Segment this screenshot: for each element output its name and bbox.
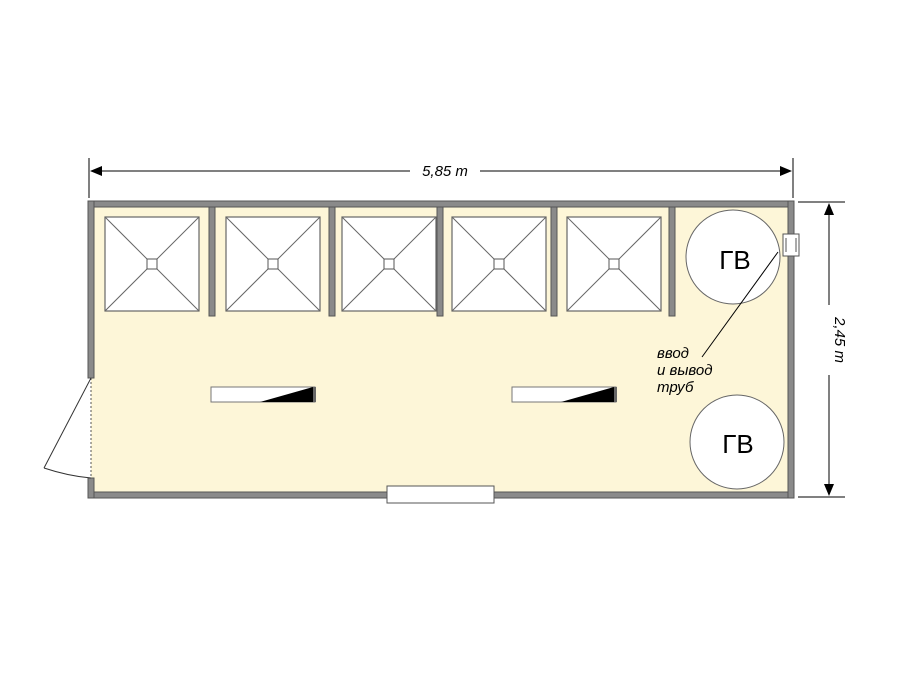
pipe-note-line-1: ввод [657,345,689,362]
water-heater-2: ГВ [689,394,785,490]
bench-2 [511,386,617,403]
drain-icon [608,258,620,270]
shower-tray [341,216,437,312]
width-dimension: 5,85 m [88,158,794,198]
height-dimension: 2,45 m [798,201,848,498]
shower-tray [104,216,200,312]
width-label: 5,85 m [422,163,468,180]
cabin-partitions [208,206,676,317]
pipe-note-line-2: и вывод [657,362,713,379]
water-heater-1: ГВ [685,209,781,305]
pipe-note-leader [701,251,779,358]
pipe-note: ввод и вывод труб [657,345,713,396]
drain-icon [267,258,279,270]
bench-1 [210,386,316,403]
entry-door [43,377,92,479]
drain-icon [146,258,158,270]
water-heater-label: ГВ [722,429,753,459]
shower-tray [225,216,321,312]
shower-tray [566,216,662,312]
pipe-note-line-3: труб [657,379,694,396]
drain-icon [493,258,505,270]
pipe-inlet [701,233,800,358]
water-heater-label: ГВ [719,245,750,275]
drain-icon [383,258,395,270]
height-label: 2,45 m [831,316,848,363]
window [386,485,495,504]
shower-tray [451,216,547,312]
shower-trays [104,216,662,312]
